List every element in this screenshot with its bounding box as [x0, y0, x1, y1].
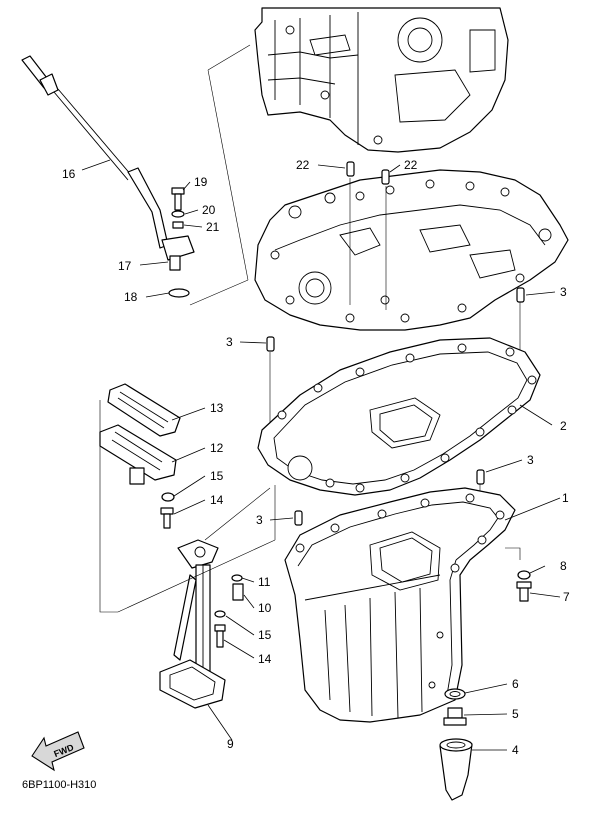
oil-strainer	[159, 539, 226, 709]
o-ring-18	[168, 288, 190, 298]
callout-5: 5	[512, 707, 519, 721]
washer-15a	[161, 492, 175, 502]
callout-11: 11	[258, 575, 271, 589]
callout-8: 8	[560, 559, 567, 573]
callout-22b: 22	[404, 158, 418, 172]
bolt-10	[232, 583, 244, 601]
callout-22a: 22	[296, 158, 310, 172]
callout-3d: 3	[256, 513, 263, 527]
callout-12: 12	[210, 441, 224, 455]
dowel-pins-3	[266, 287, 525, 526]
callout-3b: 3	[226, 335, 233, 349]
leader-lines	[81, 159, 561, 751]
callout-19: 19	[194, 175, 208, 189]
callout-13: 13	[210, 401, 224, 415]
drain-hose-4	[439, 738, 473, 801]
callout-1: 1	[562, 491, 569, 505]
upper-cover-plate	[254, 169, 569, 331]
dipstick-guide	[127, 167, 195, 271]
callout-15a: 15	[210, 469, 224, 483]
forward-arrow-icon: FWD	[31, 731, 85, 772]
callout-7: 7	[563, 590, 570, 604]
callout-3c: 3	[527, 453, 534, 467]
bolt-7	[516, 581, 532, 602]
washer-15b	[214, 610, 226, 618]
callout-10: 10	[258, 601, 272, 615]
callout-17: 17	[118, 259, 132, 273]
callout-6: 6	[512, 677, 519, 691]
washer-11	[231, 574, 243, 582]
callout-15b: 15	[258, 628, 272, 642]
callout-14b: 14	[258, 652, 272, 666]
washer-8	[517, 570, 531, 580]
callout-14a: 14	[210, 493, 224, 507]
callout-20: 20	[202, 203, 216, 217]
callout-9: 9	[227, 737, 234, 751]
callout-4: 4	[512, 743, 519, 757]
gasket-13	[107, 383, 181, 437]
bolt-14a	[160, 507, 174, 529]
drain-washer-6	[444, 688, 466, 700]
collar-21	[172, 221, 184, 229]
callout-21: 21	[206, 220, 220, 234]
bolt-19	[171, 187, 185, 211]
engine-block	[254, 7, 509, 153]
oil-pan	[284, 487, 516, 723]
strainer-cover-12	[99, 424, 177, 485]
drawing-code: 6BP1100-H310	[22, 779, 96, 791]
group-brackets	[99, 400, 521, 613]
washer-20	[171, 210, 185, 218]
drain-plug-5	[443, 707, 467, 726]
callout-2: 2	[560, 419, 567, 433]
callout-18: 18	[124, 290, 138, 304]
gasket	[257, 337, 541, 496]
callout-16: 16	[62, 167, 76, 181]
callout-3a: 3	[560, 285, 567, 299]
dipstick	[21, 55, 133, 181]
dowel-pins-22	[346, 161, 390, 185]
callout-labels: 22 22 3 3 2 3 1 3 8 7 6 5 4 9 11 10 15 1…	[62, 158, 570, 757]
bolt-14b	[214, 624, 226, 648]
